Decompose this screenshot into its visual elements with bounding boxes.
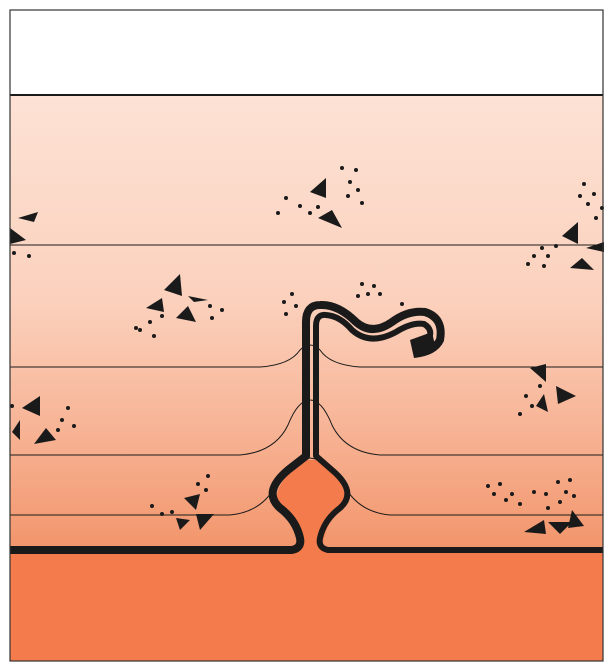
sky-band	[10, 10, 603, 95]
base-layer	[10, 550, 603, 661]
